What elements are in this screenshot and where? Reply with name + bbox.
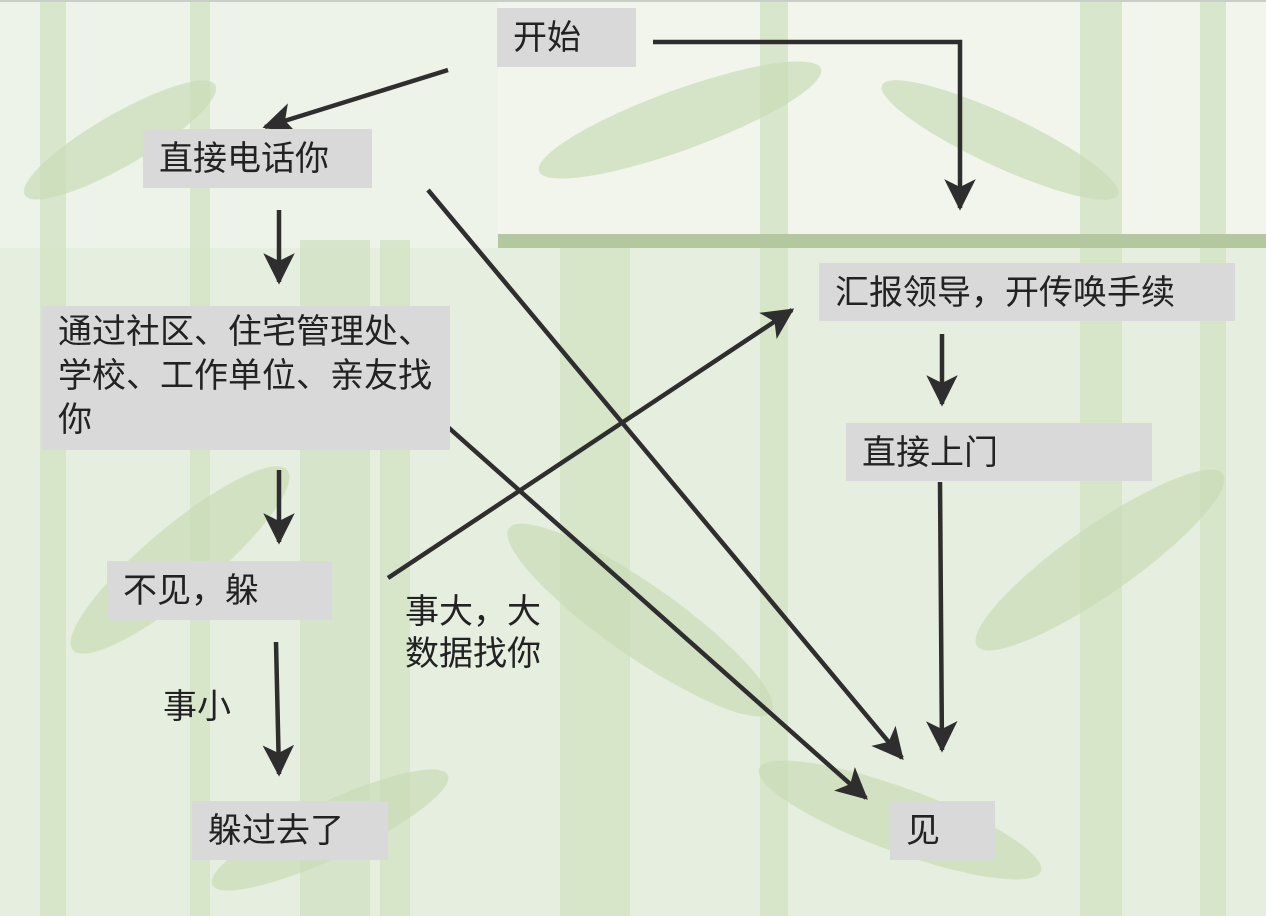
node-find-via-contacts: 通过社区、住宅管理处、学校、工作单位、亲友找你 xyxy=(42,306,450,450)
top-rule xyxy=(0,0,1266,2)
node-report-leader: 汇报领导，开传唤手续 xyxy=(819,263,1235,321)
node-meet: 见 xyxy=(890,801,995,860)
divider-band xyxy=(498,234,1266,248)
arrow-call-to-meet xyxy=(426,188,904,761)
node-escaped: 躲过去了 xyxy=(192,801,388,860)
arrow-hide-to-escaped xyxy=(262,641,295,777)
node-hide: 不见，躲 xyxy=(107,561,332,620)
arrow-hide-to-report xyxy=(386,308,795,580)
node-visit-door: 直接上门 xyxy=(846,423,1152,481)
label-big-matter: 事大，大数据找你 xyxy=(405,592,541,674)
arrow-contacts-to-meet xyxy=(438,418,868,800)
label-small-matter: 事小 xyxy=(163,687,231,727)
arrow-visit-to-meet xyxy=(926,481,958,753)
arrow-start-to-report xyxy=(653,39,976,211)
node-start: 开始 xyxy=(497,8,636,67)
arrow-start-to-call xyxy=(262,67,449,134)
node-call-direct: 直接电话你 xyxy=(143,129,372,188)
